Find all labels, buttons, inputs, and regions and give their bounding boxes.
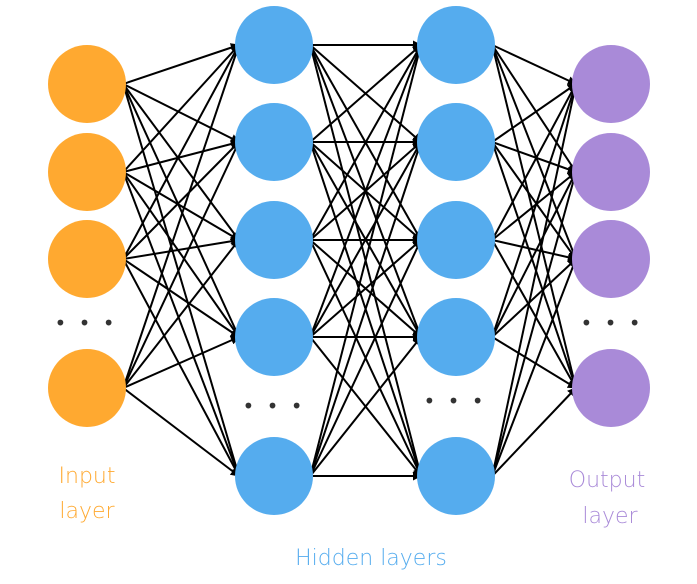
connection-arrow [491,83,577,241]
connection-arrow [491,387,577,477]
connection-arrow [309,239,422,338]
hidden2-ellipsis: • • • [423,389,486,413]
input-neuron [48,133,126,211]
connection-arrow [309,44,422,143]
connection-arrow [122,43,240,85]
connection-arrow [491,141,577,174]
output-ellipsis: • • • [580,311,643,335]
connections [122,40,579,481]
output-neuron [572,133,650,211]
input-neuron [48,349,126,427]
connection-arrow [309,141,423,477]
connection-arrow [309,336,422,477]
connection-arrow [122,83,241,477]
output-neuron [572,349,650,427]
input-ellipsis: • • • [54,311,117,335]
connection-arrow [491,239,577,389]
output-layer-label-line2: layer [582,504,638,529]
hidden-layers-label: Hidden layers [295,546,447,571]
connection-arrow [122,44,240,173]
connection-arrow [309,239,422,477]
connection-arrow [491,258,578,477]
hidden2-neuron [417,437,495,515]
connection-arrow [122,171,240,338]
connection-arrow [122,141,240,389]
connection-arrow [122,44,241,389]
connection-arrow [491,171,577,241]
connection-arrow [123,139,240,173]
connection-arrow [491,44,577,85]
connection-arrow [122,83,240,143]
hidden1-neuron [235,6,313,84]
connection-arrow [491,171,579,477]
connection-arrow [309,44,422,241]
connection-arrow [122,387,240,477]
input-neuron [48,220,126,298]
hidden1-ellipsis: • • • [242,394,305,418]
connection-arrow [491,83,579,477]
output-neuron [572,220,650,298]
connection-arrow [309,44,423,338]
connection-arrow [491,44,579,389]
connection-arrow [122,83,240,241]
hidden2-neuron [417,201,495,279]
connection-arrow [122,141,240,260]
hidden2-neuron [417,298,495,376]
connection-arrow [491,171,577,338]
hidden1-neuron [235,201,313,279]
connection-arrow [491,258,577,338]
connection-arrow [122,336,240,389]
connection-arrow [122,239,240,389]
connection-arrow [122,83,240,338]
connection-arrow [491,336,577,389]
connection-arrow [492,239,577,262]
input-neuron [48,45,126,123]
connection-arrow [123,236,240,260]
output-layer-label-line1: Output [569,468,645,493]
output-neuron [572,45,650,123]
hidden1-neuron [235,298,313,376]
connection-arrow [122,171,240,241]
hidden2-neuron [417,103,495,181]
hidden2-neuron [417,6,495,84]
input-layer-label-line2: layer [59,499,115,524]
connection-arrow [122,44,240,260]
connection-arrow [309,44,424,477]
connection-arrow [491,83,577,143]
neurons [48,6,650,515]
hidden1-neuron [235,437,313,515]
connection-arrow [491,83,578,338]
connection-arrow [309,141,422,338]
connection-arrow [491,141,578,389]
connection-arrow [491,141,577,260]
hidden1-neuron [235,103,313,181]
input-layer-label-line1: Input [59,464,116,489]
connection-arrow [122,258,240,477]
connection-arrow [122,258,240,338]
